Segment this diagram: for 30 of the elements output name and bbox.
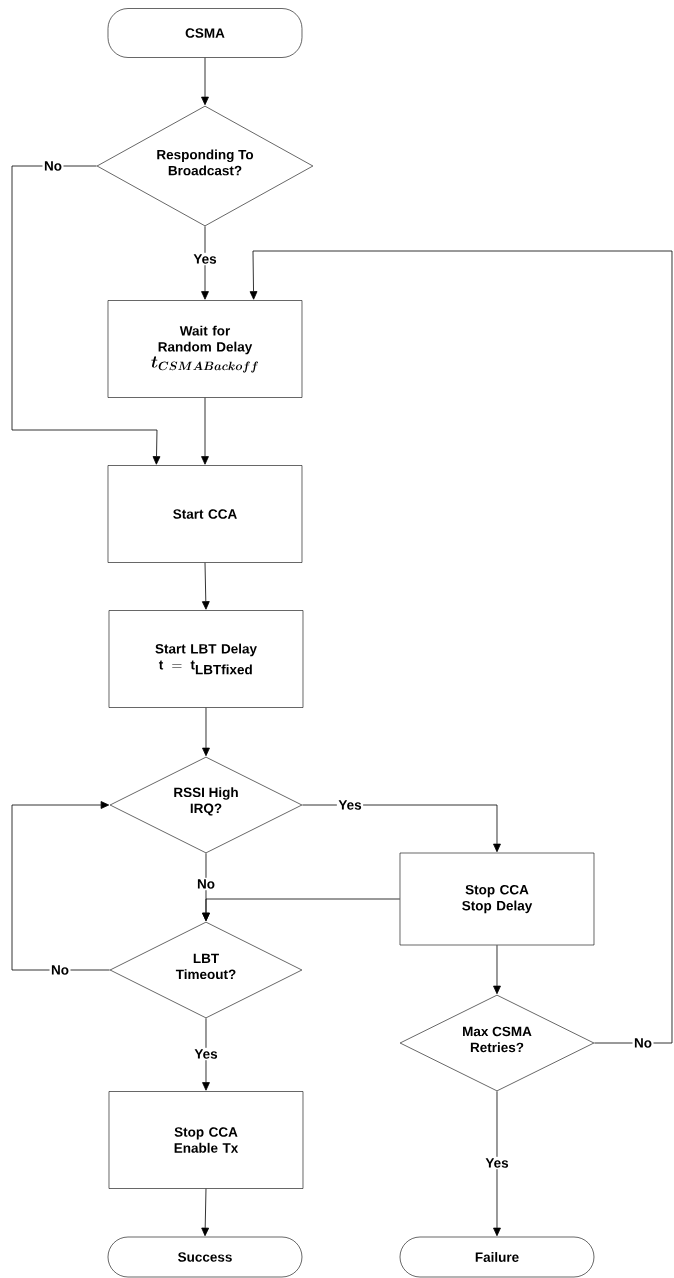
- terminal: Success: [107, 1236, 303, 1278]
- arrow: [11, 165, 161, 465]
- arrow: [201, 225, 209, 300]
- arrow: [249, 250, 673, 1044]
- arrow: [493, 944, 501, 995]
- edge-label: Yes: [191, 252, 219, 266]
- arrow: [301, 804, 501, 853]
- process-box: Start LBT Delay $\textbf{t} = \textbf{t}_{\textbf{LBTfixed}}$: [108, 610, 304, 708]
- edge-label: Yes: [483, 1156, 511, 1170]
- arrow: [202, 1017, 210, 1091]
- arrow: [201, 397, 209, 465]
- edge-label: No: [42, 159, 64, 173]
- process-box: Wait for Random Delay $t_{CSMABackoff}$: [107, 300, 303, 398]
- edge-label: No: [632, 1036, 654, 1050]
- process-box: Stop CCA Stop Delay: [399, 852, 595, 946]
- process-box: Stop CCA Enable Tx: [108, 1091, 304, 1189]
- edge-label: Yes: [192, 1047, 220, 1061]
- arrow: [201, 562, 210, 610]
- arrow: [201, 1188, 210, 1237]
- terminal: CSMA: [107, 8, 303, 58]
- edge-label: Yes: [336, 798, 364, 812]
- edge-label: No: [49, 963, 71, 977]
- arrow: [11, 801, 111, 971]
- terminal: Failure: [399, 1236, 595, 1278]
- arrow: [202, 707, 210, 757]
- arrow: [201, 57, 209, 106]
- edge-label: No: [195, 877, 217, 891]
- arrow: [202, 898, 401, 922]
- process-box: Start CCA: [107, 465, 303, 563]
- arrow: [493, 1090, 501, 1237]
